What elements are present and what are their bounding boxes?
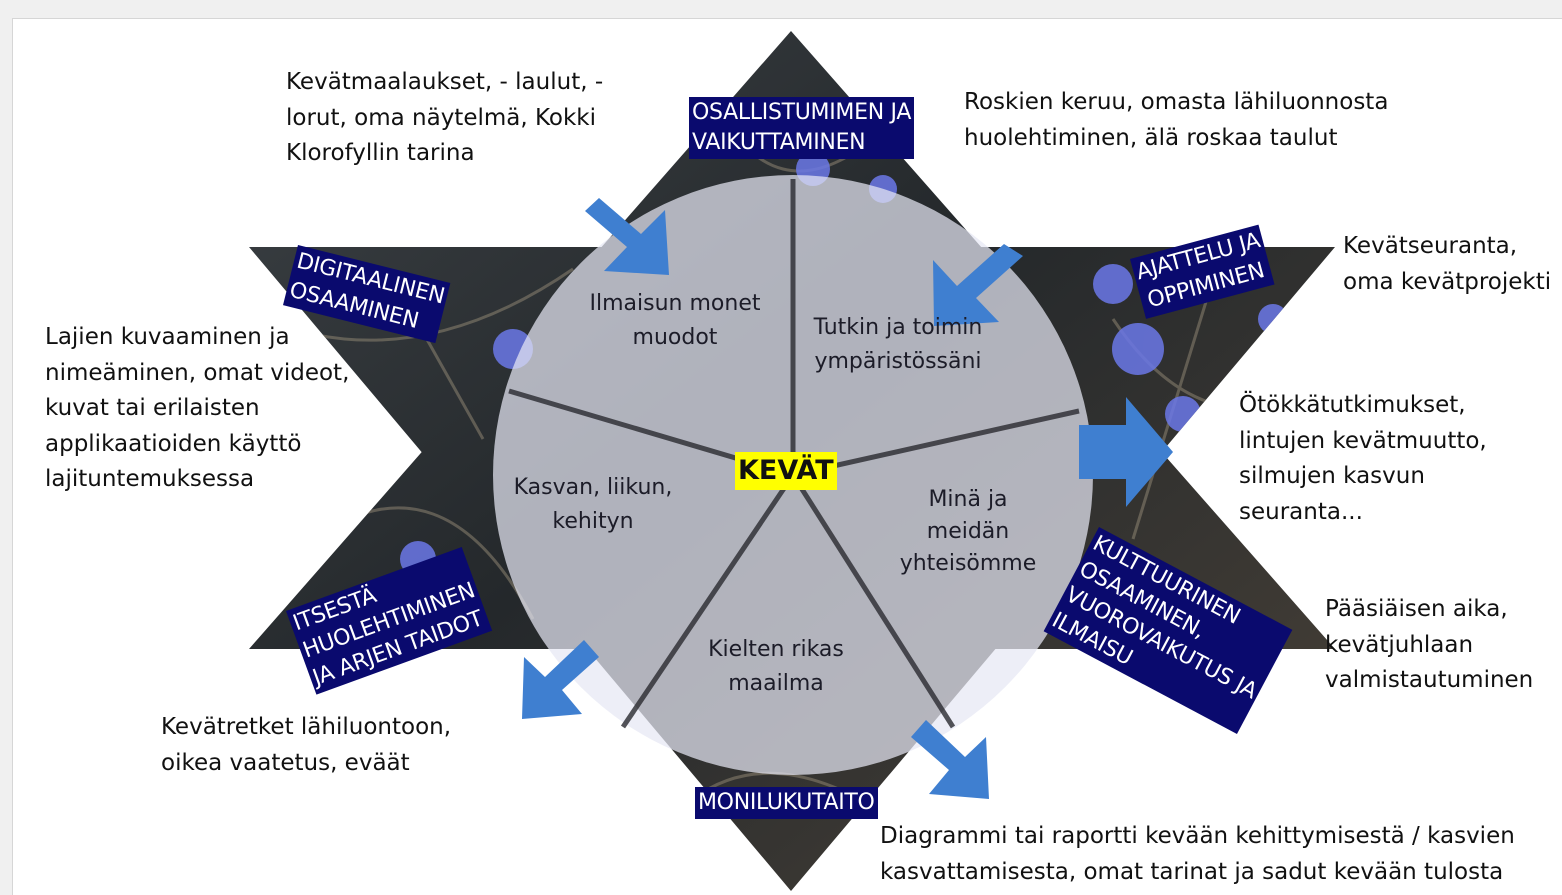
note-bottom: Diagrammi tai raportti kevään kehittymis… xyxy=(880,823,1515,885)
center-label: KEVÄT xyxy=(735,452,837,490)
note-top-right: Roskien keruu, omasta lähiluonnosta huol… xyxy=(964,89,1389,151)
segment-tutkin: Tutkin ja toimin ympäristössäni xyxy=(813,315,983,374)
arrow-up-left xyxy=(585,198,669,275)
segment-mina: Minä ja meidän yhteisömme xyxy=(899,487,1037,576)
arrows xyxy=(522,198,1173,799)
segment-kielet: Kielten rikas maailma xyxy=(708,637,844,696)
note-left: Lajien kuvaaminen ja nimeäminen, omat vi… xyxy=(45,324,350,492)
note-bottom-left: Kevätretket lähiluontoon, oikea vaatetus… xyxy=(161,714,452,776)
slide: Ilmaisun monet muodot Tutkin ja toimin y… xyxy=(12,18,1562,895)
note-top-left: Kevätmaalaukset, - laulut, - lorut, oma … xyxy=(286,69,604,166)
segment-ilmaisu: Ilmaisun monet muodot xyxy=(589,291,761,350)
arrow-up-right xyxy=(933,244,1023,326)
note-right-bottom: Pääsiäisen aika, kevätjuhlaan valmistaut… xyxy=(1325,596,1534,693)
note-right-top: Kevätseuranta, oma kevätprojekti xyxy=(1343,233,1552,295)
note-right-mid: Ötökkätutkimukset, lintujen kevätmuutto,… xyxy=(1239,392,1487,525)
arrow-right xyxy=(1079,397,1173,507)
competence-monilukutaito: MONILUKUTAITO xyxy=(695,787,878,819)
wheel-dividers xyxy=(508,179,1080,729)
arrow-down-left xyxy=(522,640,599,719)
competence-osallistuminen: OSALLISTUMIMEN JA VAIKUTTAMINEN xyxy=(689,97,915,159)
arrow-down-right xyxy=(911,720,989,799)
segment-kasvan: Kasvan, liikun, kehityn xyxy=(513,475,673,534)
